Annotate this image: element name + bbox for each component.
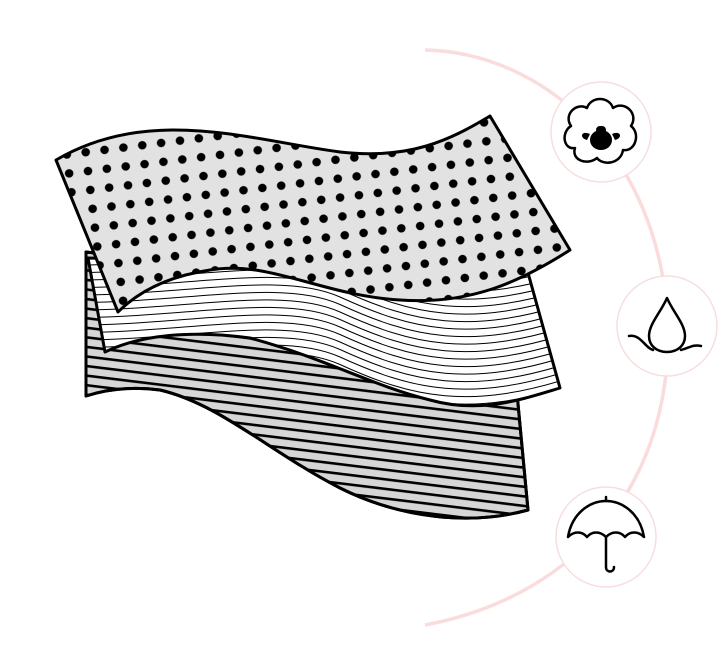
water-drop-icon: [627, 296, 703, 354]
rain-protection-badge: [555, 486, 657, 588]
umbrella-icon: [566, 495, 646, 573]
sheep-wool-icon: [563, 97, 638, 164]
top-fabric-layer: [54, 114, 572, 314]
water-badge: [616, 275, 718, 377]
wool-badge: [550, 81, 652, 183]
